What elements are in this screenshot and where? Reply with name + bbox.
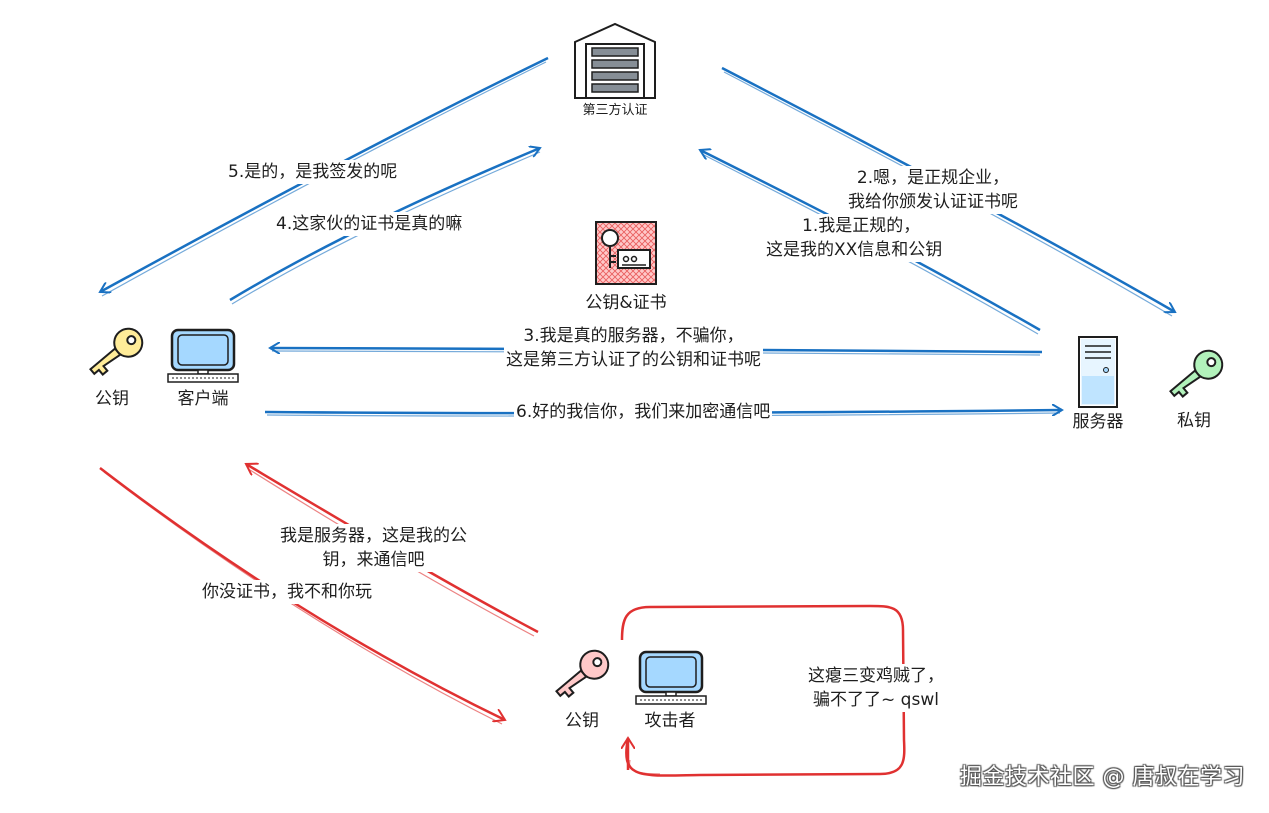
client-label: 客户端 [177,389,229,409]
step5-label: 5.是的，是我签发的呢 [226,160,400,184]
attacker-claim-line1: 我是服务器，这是我的公 [280,526,467,546]
step6-label: 6.好的我信你，我们来加密通信吧 [514,400,773,424]
step4-label: 4.这家伙的证书是真的嘛 [274,212,465,236]
attacker-note-line2: 骗不了了~ qswl [813,690,939,710]
attacker-note-label: 这瘪三变鸡贼了， 骗不了了~ qswl [806,664,946,712]
step3-line1: 3.我是真的服务器，不骗你， [523,326,744,346]
attacker-key-icon [546,640,618,710]
client-key-icon [80,318,152,388]
watermark: 掘金技术社区 @ 唐叔在学习 [960,765,1245,790]
attacker-claim-line2: 钥，来通信吧 [322,550,425,570]
step3-line2: 这是第三方认证了的公钥和证书呢 [506,350,761,370]
client-computer-icon [166,328,240,386]
step1-label: 1.我是正规的， 这是我的XX信息和公钥 [764,214,945,262]
server-key-icon [1160,340,1232,410]
attacker-claim-label: 我是服务器，这是我的公 钥，来通信吧 [278,524,469,572]
attacker-key-label: 公钥 [565,711,599,731]
step2-label: 2.嗯，是正规企业， 我给你颁发认证证书呢 [846,166,1020,214]
arrow-attacker-loop [620,604,906,777]
step2-line2: 我给你颁发认证证书呢 [848,192,1018,212]
attacker-computer-icon [634,650,708,708]
step2-line1: 2.嗯，是正规企业， [856,168,1010,188]
ca-label: 第三方认证 [582,103,648,118]
certificate-icon [594,220,658,286]
step1-line1: 1.我是正规的， [802,216,921,236]
step3-label: 3.我是真的服务器，不骗你， 这是第三方认证了的公钥和证书呢 [504,324,763,372]
server-icon [1076,334,1120,410]
client-reject-label: 你没证书，我不和你玩 [200,580,374,604]
client-key-label: 公钥 [95,389,129,409]
ca-building-icon [570,20,660,100]
cert-label: 公钥&证书 [585,293,667,313]
attacker-label: 攻击者 [644,711,696,731]
server-key-label: 私钥 [1177,411,1211,431]
server-label: 服务器 [1072,412,1124,432]
attacker-note-line1: 这瘪三变鸡贼了， [808,666,944,686]
step1-line2: 这是我的XX信息和公钥 [766,240,943,260]
